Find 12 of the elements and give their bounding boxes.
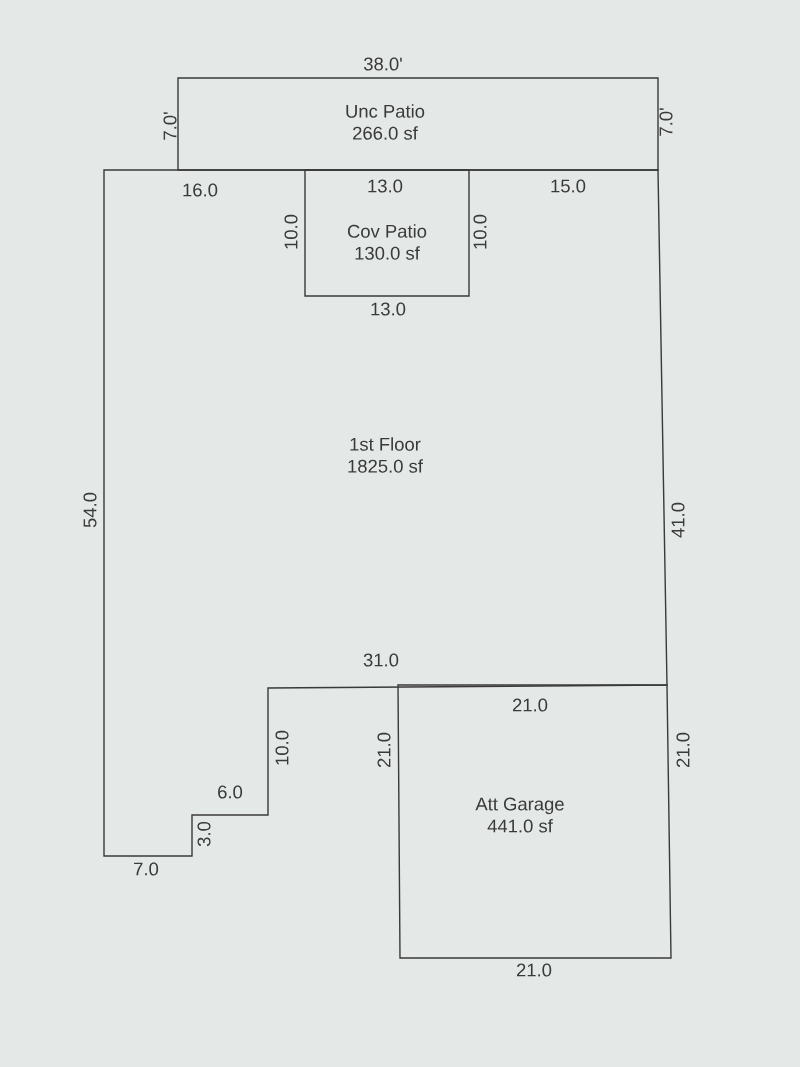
dimension-label: 13.0 <box>368 179 403 193</box>
dimension-label: 31.0 <box>363 653 399 667</box>
dimension-label: 21.0 <box>513 698 548 712</box>
dimension-label: 10.0 <box>275 730 289 765</box>
dimension-label: 3.0 <box>197 821 211 847</box>
dimension-label: 10.0 <box>284 214 298 249</box>
dimension-label: 7.0 <box>134 862 159 876</box>
dimension-label: 6.0 <box>218 785 243 799</box>
dimension-label: 10.0 <box>473 214 487 249</box>
room-outline: Unc Patio 266.0 sf <box>177 77 659 171</box>
dimension-label: 54.0 <box>83 492 97 528</box>
dimension-label: 41.0 <box>671 502 685 538</box>
